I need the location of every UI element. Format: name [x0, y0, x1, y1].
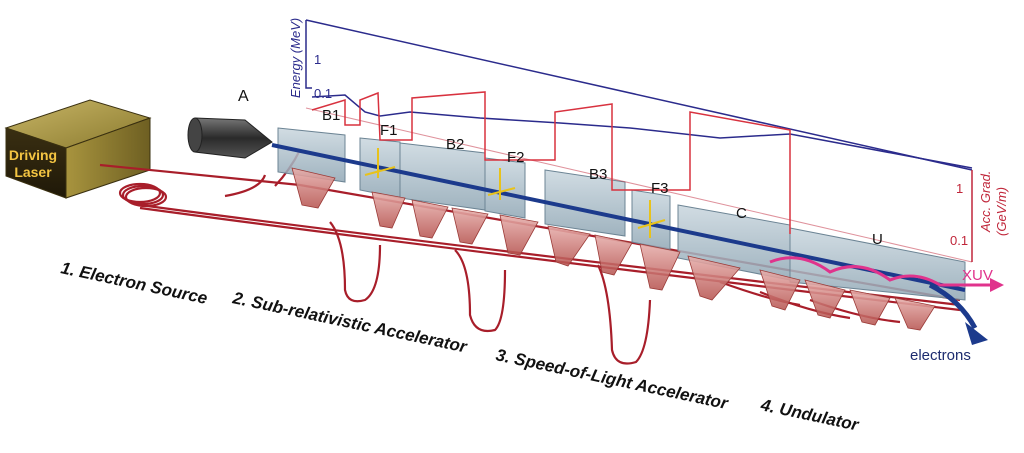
energy-axis-title: Energy (MeV)	[288, 18, 303, 98]
emitter-label: A	[238, 88, 249, 105]
driving-laser: Driving Laser	[4, 99, 152, 199]
gradient-tick-2: 0.1	[950, 233, 968, 248]
electrons-label: electrons	[910, 347, 971, 364]
segment-label-c: C	[736, 205, 747, 222]
segment-label-b2: B2	[446, 136, 464, 153]
xuv-label: XUV	[962, 267, 993, 284]
segment-label-f3: F3	[651, 180, 669, 197]
focusing-cones	[291, 167, 936, 331]
xuv-arrow	[990, 278, 1004, 292]
segment-label-b3: B3	[589, 166, 607, 183]
gradient-axis-title-2: (GeV/m)	[994, 187, 1009, 236]
stage-caption-3: 3. Speed-of-Light Accelerator	[494, 345, 731, 413]
energy-curve	[311, 94, 973, 169]
field-markers	[364, 148, 666, 238]
energy-axis-line	[305, 20, 312, 89]
energy-tick-1: 1	[314, 52, 321, 67]
energy-tick-2: 0.1	[314, 86, 332, 101]
electron-source-nozzle: A	[187, 88, 273, 159]
segment-label-b1: B1	[322, 107, 340, 124]
laser-label-line1: Driving	[9, 147, 57, 163]
electron-output-arrow	[965, 322, 988, 345]
segment-label-u: U	[872, 231, 883, 248]
segment-labels: B1 F1 B2 F2 B3 F3 C U	[322, 107, 883, 248]
segment-label-f1: F1	[380, 122, 398, 139]
gradient-tick-1: 1	[956, 181, 963, 196]
segment-label-f2: F2	[507, 149, 525, 166]
stage-caption-4: 4. Undulator	[758, 395, 861, 435]
gradient-curve	[311, 91, 791, 234]
laser-label-line2: Laser	[14, 164, 52, 180]
main-fiber	[99, 163, 961, 302]
profile-plot: Energy (MeV) 1 0.1 1 0.1 Acc. Grad. (GeV…	[288, 18, 1009, 263]
stage-caption-1: 1. Electron Source	[59, 258, 209, 308]
gradient-axis-title-1: Acc. Grad.	[978, 171, 993, 233]
xuv-beam: XUV electrons	[769, 256, 1004, 364]
plot-top-border	[305, 19, 973, 171]
